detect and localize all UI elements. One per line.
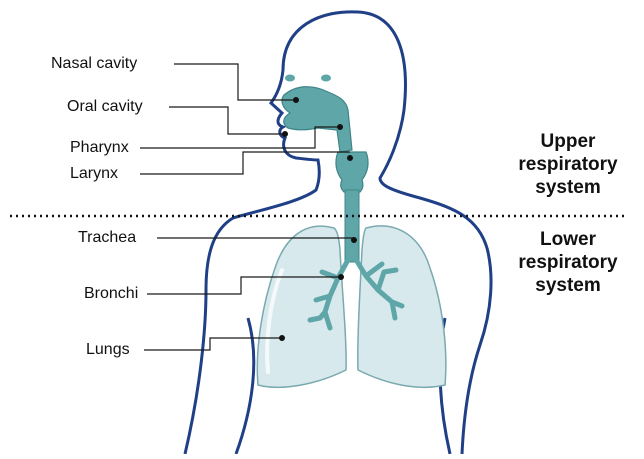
- upper-region-line1: Upper: [500, 130, 636, 153]
- oral-cavity-dot: [282, 131, 288, 137]
- larynx-dot: [347, 155, 353, 161]
- lower-region-line1: Lower: [500, 228, 636, 251]
- trachea-tube: [345, 190, 359, 262]
- upper-region-label: Upper respiratory system: [500, 130, 636, 199]
- lower-region-label: Lower respiratory system: [500, 228, 636, 297]
- lungs-dot: [279, 335, 285, 341]
- bronchi-label: Bronchi: [84, 285, 138, 303]
- oral-cavity-label: Oral cavity: [67, 98, 143, 116]
- lower-region-line2: respiratory: [500, 251, 636, 274]
- sinus-right: [321, 75, 331, 82]
- oral-cavity-leader: [169, 107, 285, 134]
- nasal-oral-cavity: [282, 87, 352, 152]
- lungs-label: Lungs: [86, 341, 130, 359]
- nasal-cavity-label: Nasal cavity: [51, 55, 137, 73]
- larynx-label: Larynx: [70, 165, 118, 183]
- pharynx-dot: [337, 124, 343, 130]
- trachea-dot: [351, 237, 357, 243]
- lower-region-line3: system: [500, 274, 636, 297]
- sinus-left: [285, 75, 295, 82]
- trachea-label: Trachea: [78, 229, 136, 247]
- nasal-cavity-dot: [293, 97, 299, 103]
- bronchi-dot: [338, 274, 344, 280]
- upper-region-line2: respiratory: [500, 153, 636, 176]
- pharynx-label: Pharynx: [70, 139, 129, 157]
- upper-region-line3: system: [500, 176, 636, 199]
- pharynx-leader: [140, 127, 340, 148]
